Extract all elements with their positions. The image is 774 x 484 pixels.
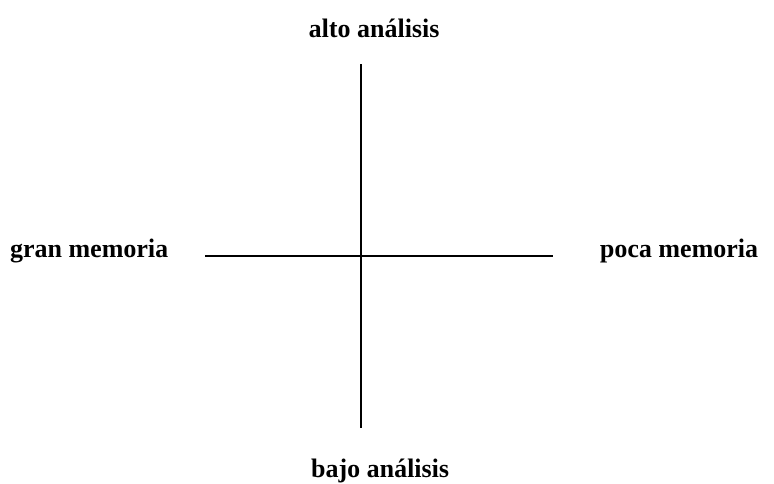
vertical-axis-line bbox=[360, 64, 362, 428]
axis-label-right: poca memoria bbox=[599, 234, 758, 263]
axis-label-left: gran memoria bbox=[10, 234, 169, 263]
horizontal-axis-line bbox=[205, 255, 553, 257]
axis-label-top: alto análisis bbox=[308, 14, 440, 43]
axis-label-bottom: bajo análisis bbox=[311, 454, 449, 483]
